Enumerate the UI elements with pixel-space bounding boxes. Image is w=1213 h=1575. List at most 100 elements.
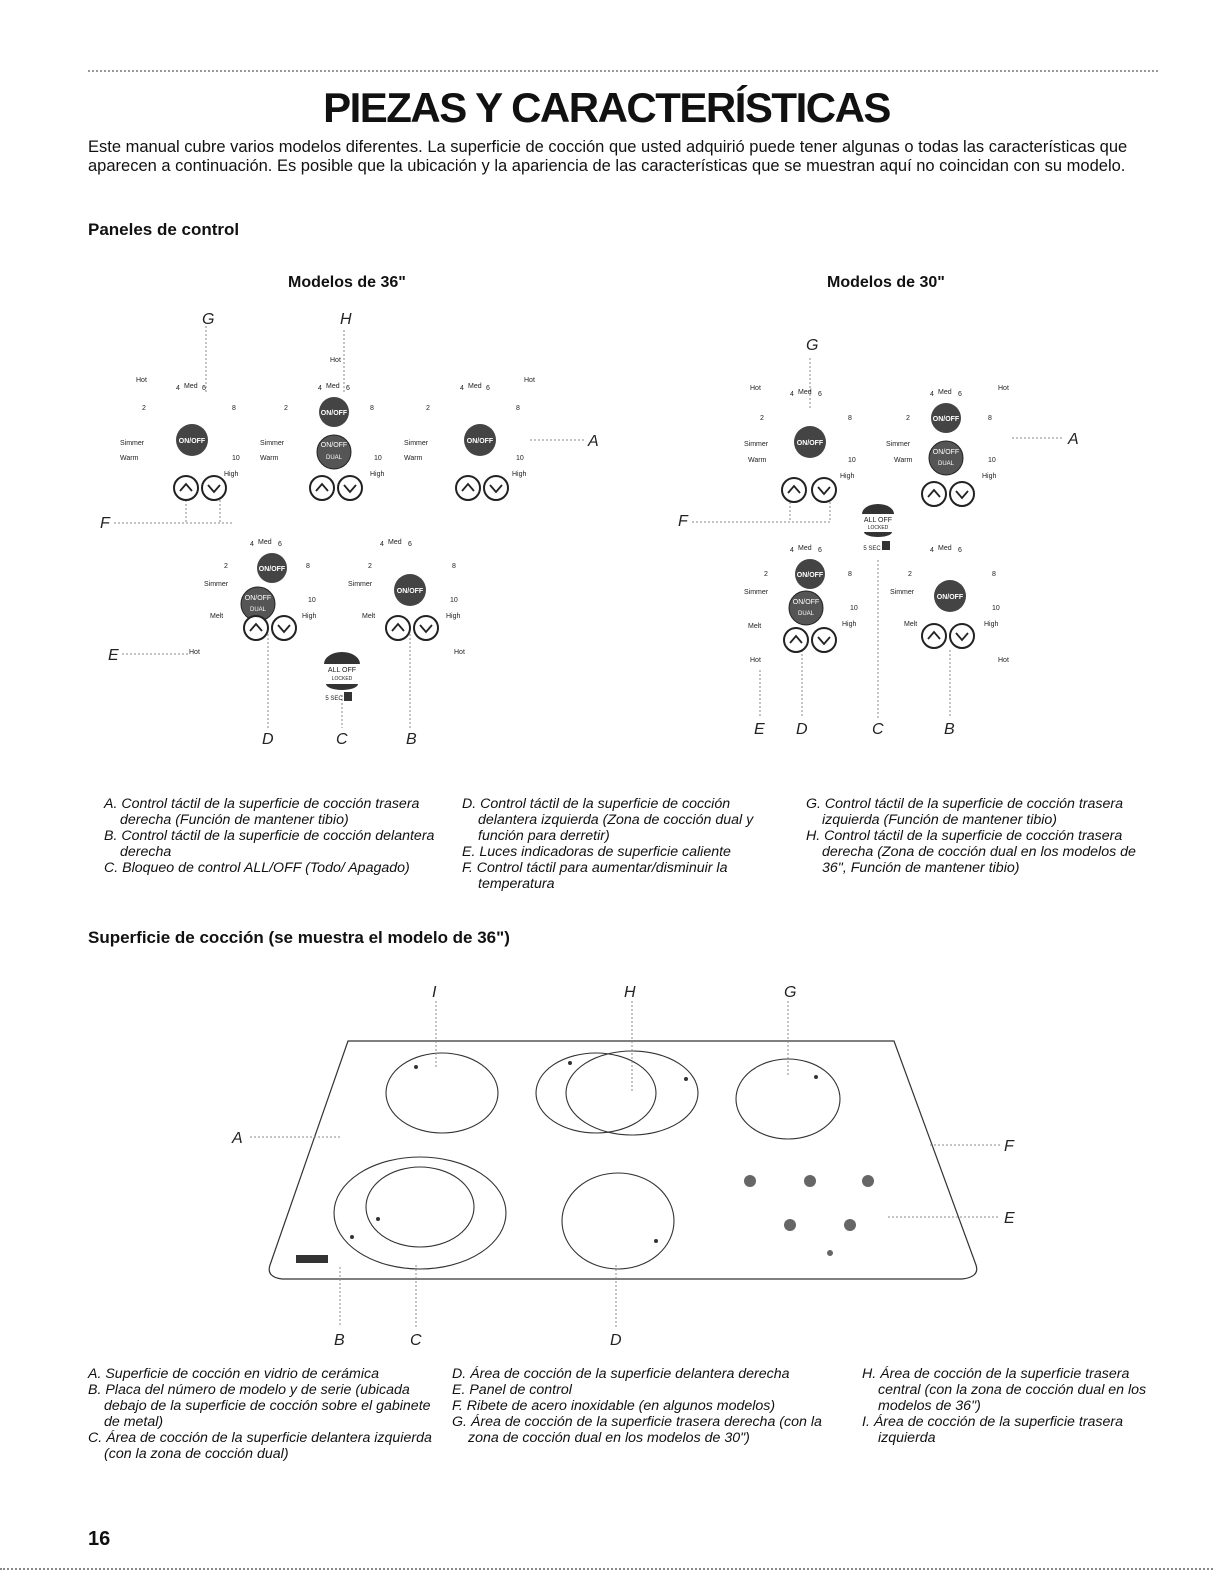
svg-text:ON/OFF: ON/OFF [179,438,206,445]
increase-button[interactable] [783,627,809,653]
svg-text:Simmer: Simmer [204,581,229,588]
label-B: B [406,731,417,748]
caption-D: D. Área de cocción de la superficie dela… [452,1366,790,1382]
svg-text:ON/OFF: ON/OFF [933,416,960,423]
hot-light-label-2: Hot [330,357,341,364]
power-button[interactable] [794,426,826,458]
svg-text:Melt: Melt [904,621,917,628]
decrease-button[interactable] [271,615,297,641]
svg-text:ON/OFF: ON/OFF [797,440,824,447]
svg-text:10: 10 [988,457,996,464]
dual-button[interactable] [788,590,824,626]
label-F: F [1004,1138,1015,1155]
svg-text:Melt: Melt [748,623,761,630]
svg-text:10: 10 [308,597,316,604]
caption-H: H. Área de cocción de la superficie tras… [862,1366,1147,1414]
svg-text:8: 8 [370,405,374,412]
power-button[interactable] [257,553,287,583]
increase-button[interactable] [781,477,807,503]
power-button[interactable] [934,580,966,612]
decrease-button[interactable] [949,623,975,649]
svg-text:High: High [302,613,317,620]
svg-text:High: High [224,471,239,478]
label-D: D [262,731,274,748]
top-rule [88,70,1158,72]
increase-button[interactable] [309,475,335,501]
all-off-lock-control[interactable]: ALL OFF LOCKED 5 SEC [862,504,894,552]
increase-button[interactable] [921,623,947,649]
dial-front-left[interactable]: 4 Med 6 2 8 Simmer 10 Melt High ON/OFF O… [744,545,858,653]
decrease-button[interactable] [811,627,837,653]
bottom-rule [0,1568,1213,1570]
dual-button[interactable] [316,434,352,470]
svg-text:Med: Med [468,383,482,390]
svg-text:ON/OFF: ON/OFF [797,572,824,579]
svg-text:ON/OFF: ON/OFF [321,410,348,417]
dial-rear-right[interactable]: 4 Med 6 2 8 Simmer Warm 10 High ON/OFF O… [886,389,997,507]
caption-G: G. Área de cocción de la superficie tras… [452,1414,822,1446]
dial-rear-right[interactable]: 4 Med 6 2 8 Simmer Warm 10 High ON/OFF [404,383,527,501]
decrease-button[interactable] [201,475,227,501]
decrease-button[interactable] [949,481,975,507]
dial-rear-left[interactable]: 4 Med 6 2 8 Simmer Warm 10 High ON/OFF [120,383,240,501]
dial-front-right[interactable]: 4 Med 6 2 8 Simmer 10 Melt High ON/OFF [890,545,1000,649]
svg-text:6: 6 [346,385,350,392]
control-captions-col-3: G. Control táctil de la superficie de co… [806,796,1156,876]
power-button[interactable] [931,403,961,433]
increase-button[interactable] [921,481,947,507]
increase-button[interactable] [385,615,411,641]
power-button[interactable] [319,397,349,427]
svg-text:10: 10 [848,457,856,464]
svg-text:Simmer: Simmer [404,440,429,447]
increase-button[interactable] [455,475,481,501]
svg-text:8: 8 [988,415,992,422]
control-panel-30-diagram: Hot Hot Hot Hot 4 Med 6 2 8 Simmer Warm … [678,337,1079,738]
svg-text:ON/OFF: ON/OFF [467,438,494,445]
svg-text:4: 4 [250,541,254,548]
increase-button[interactable] [243,615,269,641]
dial-rear-center[interactable]: 4 Med 6 2 8 Simmer Warm 10 High ON/OFF O… [260,383,385,501]
svg-text:10: 10 [450,597,458,604]
dual-button[interactable] [928,440,964,476]
increase-button[interactable] [173,475,199,501]
hot-light-label-3: Hot [750,657,761,664]
svg-text:10: 10 [992,605,1000,612]
dial-rear-left[interactable]: 4 Med 6 2 8 Simmer Warm 10 High ON/OFF [744,389,856,503]
lock-icon [344,692,352,701]
svg-text:ALL OFF: ALL OFF [864,517,892,524]
label-F: F [100,515,111,532]
page-number: 16 [88,1528,111,1550]
svg-text:10: 10 [516,455,524,462]
decrease-button[interactable] [811,477,837,503]
label-C: C [410,1332,422,1349]
power-button[interactable] [394,574,426,606]
svg-text:High: High [982,473,997,480]
decrease-button[interactable] [337,475,363,501]
label-A: A [231,1130,243,1147]
dial-front-left[interactable]: 4 Med 6 2 8 Simmer 10 Melt High ON/OFF O… [204,539,317,641]
power-button[interactable] [795,559,825,589]
svg-text:2: 2 [142,405,146,412]
cooktop-captions-col-2: D. Área de cocción de la superficie dela… [452,1366,842,1446]
power-button[interactable] [176,424,208,456]
label-H: H [624,984,636,1001]
svg-text:6: 6 [818,547,822,554]
caption-F: F. Control táctil para aumentar/disminui… [462,860,728,892]
hot-light-label-4: Hot [998,657,1009,664]
svg-text:4: 4 [460,385,464,392]
svg-text:4: 4 [318,385,322,392]
decrease-button[interactable] [413,615,439,641]
label-C: C [336,731,348,748]
svg-text:2: 2 [368,563,372,570]
svg-text:High: High [840,473,855,480]
power-button[interactable] [464,424,496,456]
cooking-area-front-left-outer [333,1156,507,1270]
svg-text:6: 6 [202,385,206,392]
svg-text:DUAL: DUAL [938,461,955,467]
svg-text:High: High [842,621,857,628]
svg-text:6: 6 [818,391,822,398]
decrease-button[interactable] [483,475,509,501]
all-off-lock-control[interactable]: ALL OFF LOCKED 5 SEC [324,652,360,702]
label-B: B [944,721,955,738]
dial-front-right[interactable]: 4 Med 6 2 8 Simmer 10 Melt High ON/OFF [348,539,461,641]
